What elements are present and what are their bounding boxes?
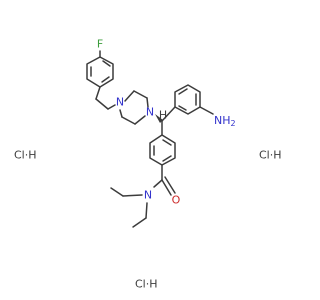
amine-subscript: 2 [231, 119, 236, 128]
ethyl-groups [110, 187, 148, 228]
hcl-salt-2: Cl·H [259, 149, 282, 162]
piperazine-nitrogen-1: N [116, 96, 124, 109]
benzyl-linker [95, 86, 116, 110]
piperazine-nitrogen-2: N [146, 106, 154, 119]
hcl-salt-3: Cl·H [135, 278, 158, 291]
stereocenter [155, 106, 176, 136]
fluorophenyl-ring [86, 50, 114, 88]
amine-nh: NH [214, 114, 231, 127]
amine-label: NH2 [214, 114, 236, 128]
benzamide-ring [149, 134, 176, 181]
aminophenyl-ring [174, 84, 214, 115]
stereo-h-label: H [159, 109, 167, 122]
fluorine-label: F [97, 38, 103, 51]
wedge-bond [155, 114, 163, 123]
amide-group [153, 176, 176, 196]
amide-nitrogen-label: N [144, 189, 152, 202]
molecule-structure: F N N NH2 H O N Cl·H Cl·H Cl·H [14, 38, 282, 291]
amide-oxygen-label: O [172, 194, 181, 207]
hcl-salt-1: Cl·H [14, 149, 37, 162]
piperazine-ring [119, 90, 149, 125]
